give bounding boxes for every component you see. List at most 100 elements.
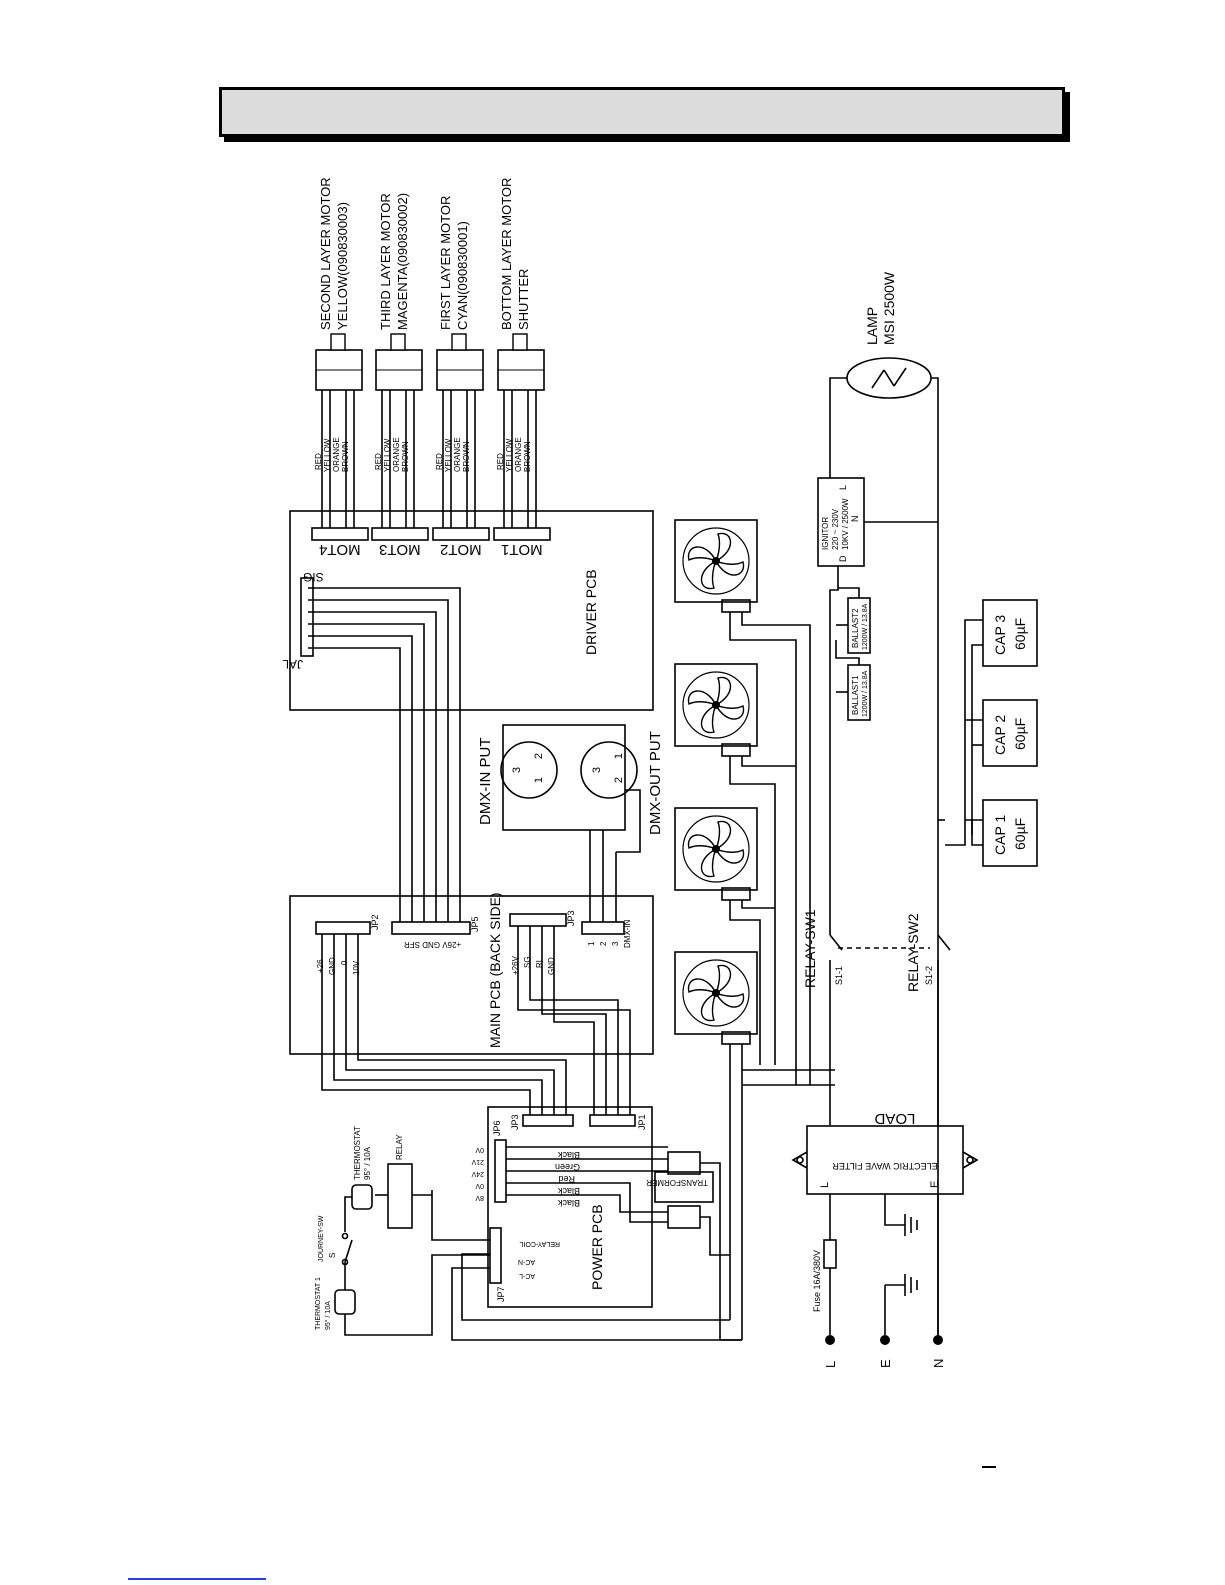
wire-orange-2: ORANGE (392, 437, 401, 472)
svg-text:2: 2 (613, 777, 625, 783)
ballast2-spec: 1200W / 13.8A (862, 603, 869, 650)
cap2-value: 60µF (1012, 718, 1028, 750)
wire-black-1: Black (557, 1150, 580, 1160)
jp2-pin-1: +26 (316, 959, 325, 973)
motor-third-layer (375, 333, 423, 391)
wire-red-1: RED (314, 453, 323, 470)
ballast1-spec: 1200W / 13.8A (862, 670, 869, 717)
motor-label-2b: MAGENTA(090830002) (395, 193, 410, 330)
motor-label-1a: SECOND LAYER MOTOR (318, 177, 333, 330)
wire-yellow-2: YELLOW (383, 438, 392, 472)
ballast2-name: BALLAST2 (851, 608, 860, 648)
jp2-pin-4: 10V (352, 960, 361, 975)
sig-label: SIG (303, 570, 324, 584)
motor-label-1b: YELLOW(090830003) (335, 202, 350, 330)
terminal-l-label: L (823, 1361, 838, 1368)
filter-load: LOAD (874, 1110, 915, 1127)
main-jp3: JP3 (566, 910, 576, 926)
thermostat1-label-1: THERMOSTAT 1 (315, 1277, 322, 1330)
motor-label-4b: SHUTTER (516, 269, 531, 330)
jp3-pin-3: RL (535, 957, 544, 968)
ignitor-n: N (850, 516, 860, 523)
dmx-in-label: DMX-IN PUT (477, 738, 494, 826)
jp3-pin-2: SG (523, 956, 532, 968)
motor-second-layer (315, 333, 363, 391)
jp7-pin-1: RELAY-COIL (519, 1240, 560, 1247)
journey-s: S (328, 1253, 337, 1258)
jp2-pin-3: 0 (340, 960, 349, 965)
filter-label: ELECTRIC WAVE FILTER (832, 1161, 938, 1171)
wire-brown-4: BROWN (523, 441, 532, 472)
relay-sw2-label: RELAY-SW2 (905, 913, 921, 992)
mot4-label: MOT4 (319, 541, 361, 558)
jp6-pin-3: 24V (471, 1170, 484, 1177)
jp5-pins: +26V GND SFR (404, 940, 461, 949)
svg-text:2: 2 (533, 753, 545, 759)
jp1-dmx-in: DMX-IN (623, 919, 632, 948)
jp6-pin-1: 0V (475, 1146, 484, 1153)
cap2-name: CAP 2 (992, 715, 1008, 755)
wire-black-3: Black (557, 1198, 580, 1208)
jp7-pin-2: AC-N (518, 1258, 535, 1265)
svg-text:3: 3 (511, 767, 523, 773)
main-pcb-label: MAIN PCB (BACK SIDE) (487, 892, 503, 1048)
mot3-label: MOT3 (379, 541, 421, 558)
jp6-pin-2: 21V (471, 1158, 484, 1165)
driver-pcb (289, 510, 654, 711)
transformer-label: TRANSFORMER (646, 1178, 708, 1187)
relay-sw1-sub: S1-1 (834, 966, 844, 985)
jp7-pin-3: AC-L (519, 1272, 535, 1279)
filter-e: E (929, 1181, 941, 1188)
wire-green: Green (555, 1162, 580, 1172)
jp3-pin-1: +26V (511, 955, 520, 975)
terminal-l (825, 1335, 835, 1345)
cap-1 (982, 799, 1038, 867)
filter-l: L (819, 1182, 831, 1188)
cap3-value: 60µF (1012, 618, 1028, 650)
relay-label: RELAY (395, 1134, 404, 1160)
bottom-link-underline (128, 1578, 266, 1580)
jal-label: JAL (282, 657, 303, 671)
ignitor-label-3: 10KV / 2500W (841, 498, 850, 550)
motor-label-3a: FIRST LAYER MOTOR (438, 196, 453, 330)
main-jp5: JP5 (470, 916, 480, 932)
wire-brown-2: BROWN (401, 441, 410, 472)
driver-pcb-label: DRIVER PCB (583, 569, 599, 655)
cap-2 (982, 699, 1038, 767)
motor-label-3b: CYAN(090830001) (455, 221, 470, 330)
relay-coil (387, 1163, 413, 1229)
mot1-label: MOT1 (501, 541, 543, 558)
cap1-name: CAP 1 (992, 815, 1008, 855)
power-jp3: JP3 (510, 1114, 520, 1130)
fan-4 (674, 951, 758, 1035)
power-pcb (487, 1106, 653, 1308)
power-jp1: JP1 (637, 1114, 647, 1130)
jp1-pin-1: 1 (587, 941, 596, 946)
dmx-out-connector (580, 741, 638, 799)
wire-brown-1: BROWN (341, 441, 350, 472)
terminal-e-label: E (878, 1359, 893, 1368)
ignitor-d: D (838, 555, 848, 562)
ignitor-l: L (838, 485, 848, 490)
wire-yellow-3: YELLOW (444, 438, 453, 472)
motor-bottom-layer (497, 333, 545, 391)
ignitor-label-2: 220 ~ 230V (831, 508, 840, 550)
relay-sw1-label: RELAY-SW1 (802, 909, 818, 988)
journey-sw-label: JOURNEY-SW (318, 1215, 325, 1262)
mot2-label: MOT2 (440, 541, 482, 558)
ignitor-label-1: IGNITOR (821, 517, 830, 550)
jp3-pin-4: GND (547, 957, 556, 975)
wire-red-4: RED (496, 453, 505, 470)
wire-orange-3: ORANGE (453, 437, 462, 472)
power-jp6: JP6 (492, 1120, 502, 1136)
terminal-n-label: N (931, 1359, 946, 1368)
dmx-out-label: DMX-OUT PUT (647, 731, 664, 835)
cap3-name: CAP 3 (992, 615, 1008, 655)
cap-3 (982, 599, 1038, 667)
terminal-n (933, 1335, 943, 1345)
motor-label-2a: THIRD LAYER MOTOR (378, 193, 393, 330)
transformer (654, 1171, 714, 1203)
dmx-in-connector (500, 741, 558, 799)
motor-first-layer (436, 333, 484, 391)
wire-orange-1: ORANGE (332, 437, 341, 472)
